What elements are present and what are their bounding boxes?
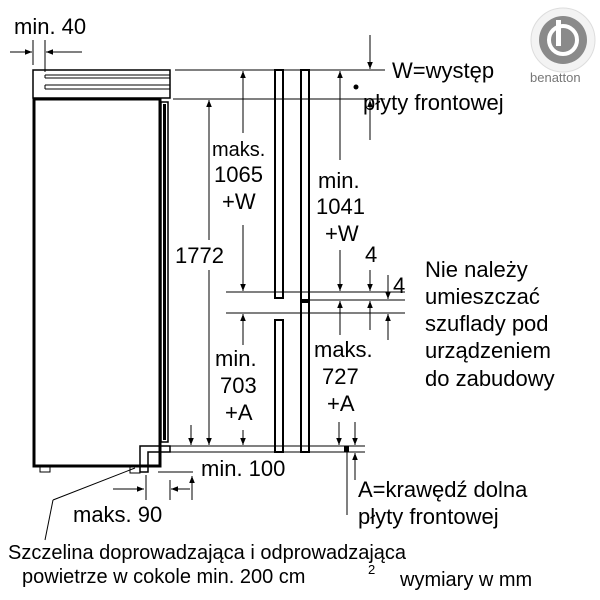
note-line: umieszczać xyxy=(425,284,540,309)
a-note-line2: płyty frontowej xyxy=(358,504,499,529)
min-1041-line3: +W xyxy=(325,221,359,246)
maks-90-label: maks. 90 xyxy=(73,502,162,527)
min-703-line1: min. xyxy=(215,346,257,371)
min-40-label: min. 40 xyxy=(14,14,86,39)
w-note-line2: płyty frontowej xyxy=(363,90,504,115)
maks-1065-line3: +W xyxy=(222,189,256,214)
maks-727-line3: +A xyxy=(327,391,355,416)
door-rails xyxy=(274,69,310,453)
vent-note-line2: powietrze w cokole min. 200 cm xyxy=(22,566,305,588)
gap-4-label-lower: 4 xyxy=(393,273,405,298)
maks-1065-line2: 1065 xyxy=(214,162,263,187)
min-1041-line1: min. xyxy=(318,168,360,193)
dimension-arrows xyxy=(10,35,391,541)
drawer-warning-note: Nie należy umieszczać szuflady pod urząd… xyxy=(425,257,555,391)
min-703-line2: 703 xyxy=(220,373,257,398)
gap-4-label-upper: 4 xyxy=(365,242,377,267)
note-line: do zabudowy xyxy=(425,366,555,391)
maks-727-line2: 727 xyxy=(322,364,359,389)
note-line: Nie należy xyxy=(425,257,528,282)
maks-1065-line1: maks. xyxy=(212,139,265,161)
units-label: wymiary w mm xyxy=(399,569,532,591)
maks-727-line1: maks. xyxy=(314,337,373,362)
logo-text: benatton xyxy=(530,70,581,85)
vent-note-superscript: 2 xyxy=(368,562,375,577)
min-1041-line2: 1041 xyxy=(316,194,365,219)
vent-note-line1: Szczelina doprowadzająca i odprowadzając… xyxy=(8,542,407,564)
min-100-label: min. 100 xyxy=(201,456,285,481)
cabinet xyxy=(32,69,171,474)
note-line: urządzeniem xyxy=(425,338,551,363)
min-703-line3: +A xyxy=(225,400,253,425)
note-line: szuflady pod xyxy=(425,311,549,336)
height-1772-label: 1772 xyxy=(175,243,224,268)
a-note-line1: A=krawędź dolna xyxy=(358,477,528,502)
brand-logo: benatton xyxy=(530,7,596,85)
reference-lines xyxy=(170,69,405,453)
w-note-line1: W=występ xyxy=(392,58,494,83)
